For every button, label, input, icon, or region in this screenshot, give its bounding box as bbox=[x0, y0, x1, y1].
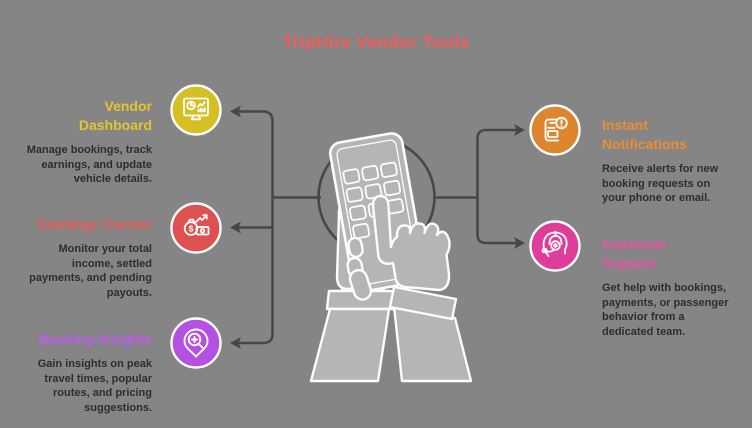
feature-description: Get help with bookings, payments, or pas… bbox=[602, 281, 748, 339]
description-line: earnings, and update bbox=[41, 158, 152, 171]
feature-description: Manage bookings, track earnings, and upd… bbox=[12, 143, 152, 187]
description-line: travel times, popular bbox=[44, 372, 152, 385]
feature-heading: Booking Insights bbox=[12, 330, 152, 349]
description-line: behavior from a bbox=[602, 311, 685, 324]
feature-heading: Vendor Dashboard bbox=[12, 97, 152, 135]
right-cuff bbox=[388, 285, 458, 321]
headset-agent-icon bbox=[529, 220, 581, 272]
feature-earnings-tracker: Earnings Tracker Monitor your total inco… bbox=[12, 215, 152, 300]
feature-heading: Instant Notifications bbox=[602, 116, 748, 154]
feature-description: Monitor your total income, settled payme… bbox=[12, 242, 152, 300]
heading-line: Dashboard bbox=[78, 117, 152, 133]
description-line: payments, and pending bbox=[29, 272, 152, 285]
description-line: booking requests on bbox=[602, 177, 711, 190]
location-search-icon bbox=[170, 317, 222, 369]
left-connector-arrowheads bbox=[230, 105, 241, 349]
left-fingertip bbox=[347, 236, 364, 259]
feature-description: Gain insights on peak travel times, popu… bbox=[12, 357, 152, 415]
feature-heading: Earnings Tracker bbox=[12, 215, 152, 234]
feature-instant-notifications: Instant Notifications Receive alerts for… bbox=[602, 116, 748, 206]
heading-line: Customer bbox=[602, 236, 668, 252]
description-line: Monitor your total bbox=[58, 243, 153, 255]
page-title: TripHire Vendor Tools bbox=[282, 32, 470, 52]
left-thumb bbox=[348, 268, 373, 301]
right-hand-pointing bbox=[371, 194, 451, 292]
feature-customer-support: Customer Support Get help with bookings,… bbox=[602, 235, 748, 339]
feature-vendor-dashboard: Vendor Dashboard Manage bookings, track … bbox=[12, 97, 152, 187]
description-line: suggestions. bbox=[84, 401, 152, 414]
description-line: Receive alerts for new bbox=[602, 163, 719, 175]
money-bag-growth-icon: $ bbox=[170, 202, 222, 254]
hands-holding-phone-illustration bbox=[309, 132, 473, 383]
heading-line: Notifications bbox=[602, 136, 687, 152]
phone-alert-icon bbox=[529, 104, 581, 156]
description-line: routes, and pricing bbox=[52, 387, 152, 400]
description-line: Gain insights on peak bbox=[37, 358, 152, 370]
description-line: your phone or email. bbox=[602, 192, 711, 205]
right-sleeve bbox=[392, 304, 473, 383]
svg-text:$: $ bbox=[189, 224, 194, 234]
right-connector-lines bbox=[433, 128, 519, 245]
description-line: income, settled bbox=[71, 257, 152, 270]
heading-line: Instant bbox=[602, 117, 648, 133]
description-line: payouts. bbox=[106, 286, 152, 299]
feature-heading: Customer Support bbox=[602, 235, 748, 273]
heading-line: Earnings Tracker bbox=[38, 216, 152, 232]
right-connector-arrowheads bbox=[514, 124, 525, 249]
description-line: vehicle details. bbox=[73, 173, 152, 186]
description-line: payments, or passenger bbox=[602, 296, 729, 309]
heading-line: Support bbox=[602, 255, 656, 271]
heading-line: Booking Insights bbox=[38, 331, 152, 347]
heading-line: Vendor bbox=[104, 98, 152, 114]
feature-booking-insights: Booking Insights Gain insights on peak t… bbox=[12, 330, 152, 415]
description-line: Manage bookings, track bbox=[26, 144, 152, 156]
description-line: Get help with bookings, bbox=[602, 282, 727, 294]
feature-description: Receive alerts for new booking requests … bbox=[602, 162, 748, 206]
left-sleeve bbox=[309, 307, 391, 383]
dashboard-monitor-icon bbox=[170, 84, 222, 136]
description-line: dedicated team. bbox=[602, 325, 686, 338]
left-connector-lines bbox=[236, 110, 321, 345]
